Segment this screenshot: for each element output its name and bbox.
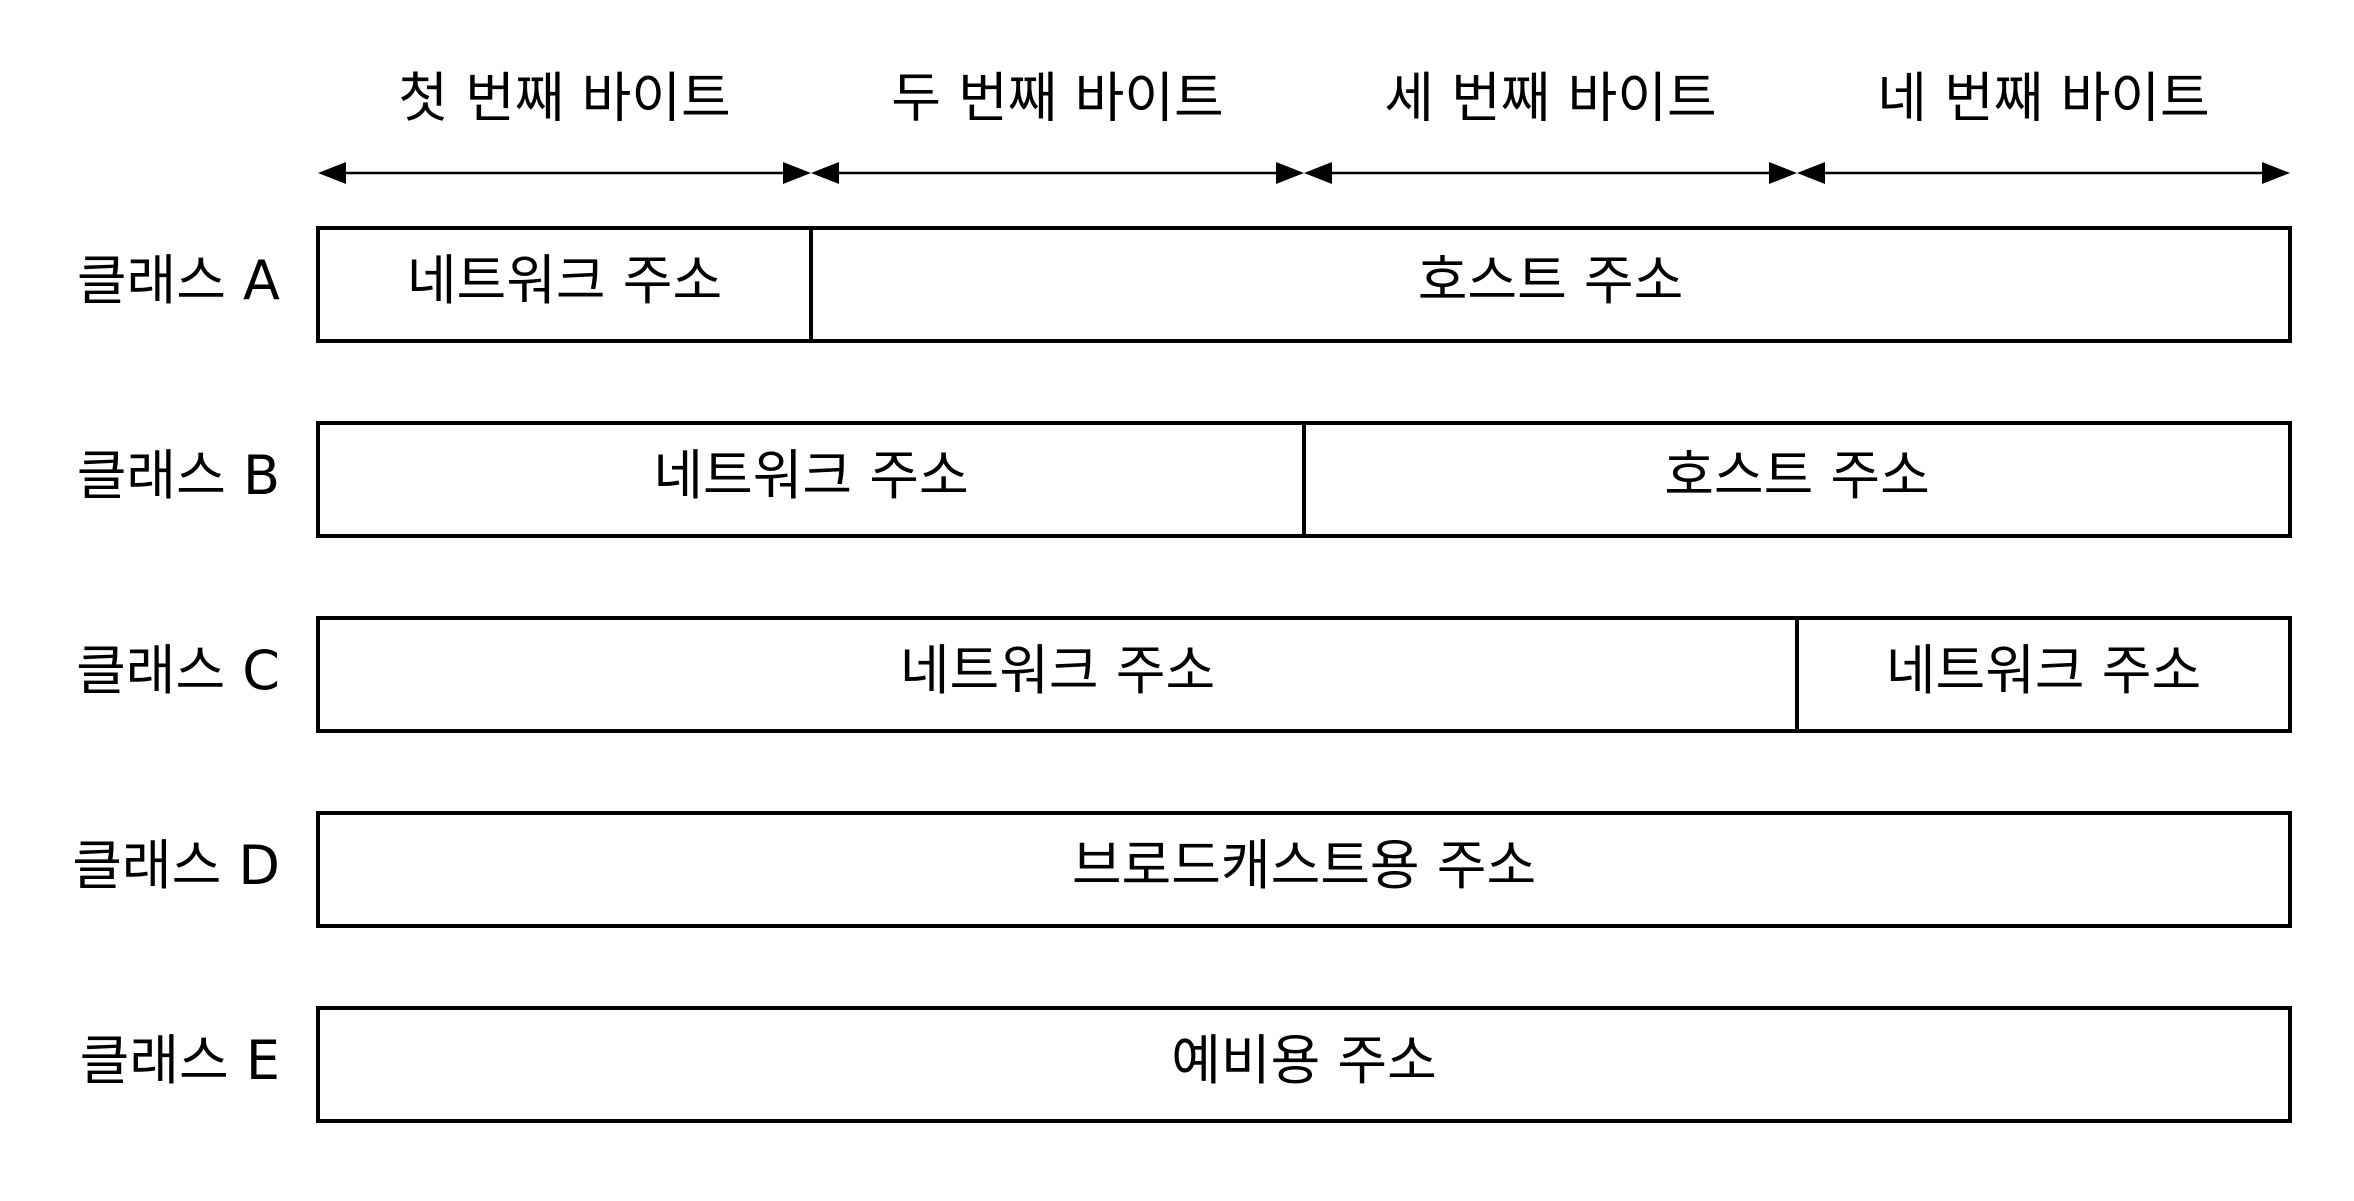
class-label: 클래스 E bbox=[80, 1029, 280, 1092]
byte-header-group: 첫 번째 바이트 두 번째 바이트 세 번째 바이트 네 번째 바이트 bbox=[318, 67, 2290, 184]
class-label: 클래스 B bbox=[77, 444, 280, 507]
address-field-label: 예비용 주소 bbox=[1171, 1029, 1437, 1092]
class-row: 클래스 D 브로드캐스트용 주소 bbox=[72, 811, 2292, 928]
address-field-label: 네트워크 주소 bbox=[900, 639, 1215, 702]
address-field-label: 호스트 주소 bbox=[1418, 249, 1684, 312]
address-box bbox=[316, 811, 2292, 928]
class-label: 클래스 C bbox=[76, 639, 280, 702]
arrow-head-right bbox=[1769, 162, 1797, 184]
byte-span-arrow bbox=[811, 162, 1304, 184]
address-field-label: 브로드캐스트용 주소 bbox=[1072, 834, 1536, 897]
class-label: 클래스 D bbox=[72, 834, 280, 897]
arrow-head-left bbox=[811, 162, 839, 184]
byte-header-label: 첫 번째 바이트 bbox=[398, 67, 730, 130]
address-box bbox=[316, 1006, 2292, 1123]
arrow-head-right bbox=[2262, 162, 2290, 184]
class-row: 클래스 E 예비용 주소 bbox=[80, 1006, 2292, 1123]
byte-span-arrow bbox=[1797, 162, 2290, 184]
byte-header-label: 두 번째 바이트 bbox=[891, 67, 1223, 130]
arrow-head-left bbox=[1797, 162, 1825, 184]
address-field-label: 네트워크 주소 bbox=[1886, 639, 2201, 702]
byte-span-arrow bbox=[1304, 162, 1797, 184]
class-row: 클래스 C 네트워크 주소 네트워크 주소 bbox=[76, 616, 2292, 733]
class-label: 클래스 A bbox=[77, 249, 280, 312]
class-row: 클래스 B 네트워크 주소 호스트 주소 bbox=[77, 421, 2292, 538]
arrow-head-left bbox=[318, 162, 346, 184]
address-field-label: 네트워크 주소 bbox=[407, 249, 722, 312]
arrow-head-right bbox=[783, 162, 811, 184]
byte-header-label: 세 번째 바이트 bbox=[1384, 67, 1716, 130]
byte-header-label: 네 번째 바이트 bbox=[1877, 67, 2209, 130]
address-field-label: 호스트 주소 bbox=[1664, 444, 1930, 507]
class-row: 클래스 A 네트워크 주소 호스트 주소 bbox=[77, 226, 2292, 343]
arrow-head-left bbox=[1304, 162, 1332, 184]
address-box bbox=[316, 616, 2292, 733]
address-box bbox=[316, 226, 2292, 343]
address-field-label: 네트워크 주소 bbox=[653, 444, 968, 507]
arrow-head-right bbox=[1276, 162, 1304, 184]
byte-span-arrow bbox=[318, 162, 811, 184]
